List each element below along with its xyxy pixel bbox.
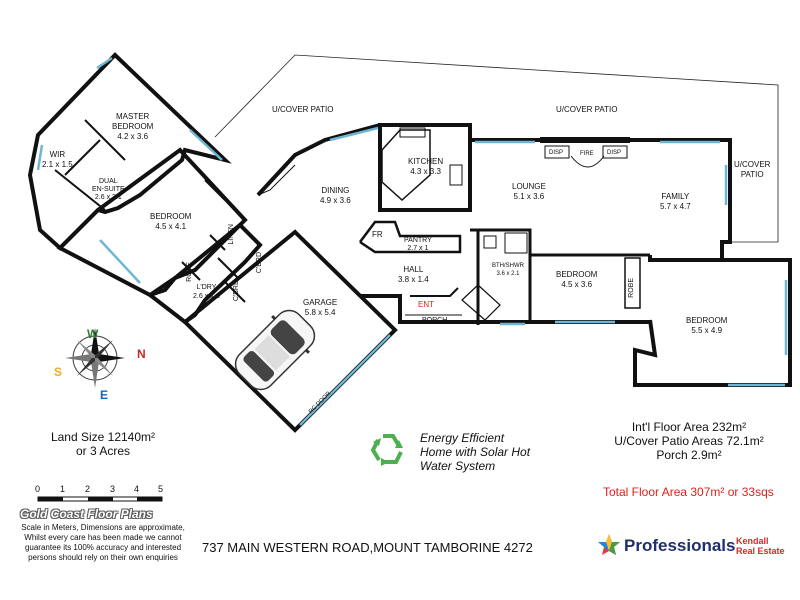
room-cbrd-1: C'BRD (256, 252, 263, 274)
scale-tick: 5 (158, 484, 164, 494)
display-1-label: DISP (549, 150, 564, 156)
room-wir: WIR 2.1 x 1.5 (42, 150, 73, 169)
display-2-label: DISP (607, 150, 622, 156)
lounge-wall (470, 138, 732, 262)
room-bedroom-left: BEDROOM 4.5 x 4.1 (150, 212, 192, 231)
professionals-logo: Professionals (624, 536, 736, 555)
compass-w: W (87, 327, 99, 341)
address: 737 MAIN WESTERN ROAD,MOUNT TAMBORINE 42… (202, 540, 533, 555)
room-bedroom-right: BEDROOM 5.5 x 4.9 (686, 316, 728, 335)
room-linen: LINEN (228, 224, 235, 245)
patio-outline (214, 54, 779, 243)
compass-n: N (137, 347, 146, 361)
master-wing-wall (27, 52, 232, 251)
patio-right-label: U/COVER PATIO (734, 160, 771, 179)
car-icon (234, 309, 316, 391)
room-family: FAMILY 5.7 x 4.7 (660, 192, 691, 211)
compass-s: S (54, 365, 63, 379)
professionals-star-icon (598, 534, 620, 555)
energy-note: Energy Efficient Home with Solar Hot Wat… (420, 431, 531, 473)
garage-wall (182, 229, 398, 433)
room-robe-right: ROBE (628, 278, 635, 298)
area-summary: Int'l Floor Area 232m² U/Cover Patio Are… (614, 420, 764, 462)
room-lounge: LOUNGE 5.1 x 3.6 (512, 182, 546, 201)
room-porch: PORCH (422, 317, 448, 324)
scale-tick: 1 (60, 484, 66, 494)
room-bath: BTH/SHWR 3.6 x 2.1 (492, 263, 524, 277)
kitchen-wall (378, 123, 472, 212)
hall-wall (360, 294, 470, 324)
scale-tick: 3 (110, 484, 116, 494)
room-bedroom-mid: BEDROOM 4.5 x 3.6 (556, 270, 598, 289)
scale-tick: 2 (85, 484, 91, 494)
room-cbrd-2: C'BRD (233, 280, 240, 302)
room-fridge: FR (372, 230, 383, 239)
disclaimer: Scale in Meters, Dimensions are approxim… (21, 523, 185, 562)
pantry-wall (359, 220, 462, 254)
room-robe-left: ROBE (186, 262, 193, 282)
land-size: Land Size 12140m² or 3 Acres (50, 430, 156, 458)
scale-bar (37, 496, 163, 502)
room-master-bedroom: MASTER BEDROOM 4.2 x 3.6 (112, 112, 154, 141)
bath-wall (470, 228, 650, 257)
room-ensuite: DUAL EN-SUITE 2.6 x 2.1 (92, 178, 125, 201)
fire-label: FIRE (580, 151, 594, 157)
room-dining: DINING 4.9 x 3.6 (320, 186, 351, 205)
compass-e: E (100, 388, 109, 402)
total-floor-area: Total Floor Area 307m² or 33sqs (603, 485, 774, 499)
room-hall: HALL 3.8 x 1.4 (398, 265, 429, 284)
dining-wall (256, 123, 381, 197)
kendall-logo: Kendall Real Estate (736, 536, 785, 556)
patio-left-label: U/COVER PATIO (272, 105, 334, 114)
room-laundry: L'DRY 2.6 x 1.8 (193, 284, 220, 300)
recycle-icon (370, 434, 403, 466)
room-pantry: PANTRY 2.7 x 1 (404, 237, 432, 252)
compass-icon (65, 328, 125, 388)
scale-tick: 0 (35, 484, 41, 494)
bedroom-right-wall (633, 255, 792, 387)
room-garage: GARAGE 5.8 x 5.4 (303, 298, 338, 317)
scale-tick: 4 (134, 484, 140, 494)
gold-coast-logo: Gold Coast Floor Plans (20, 507, 153, 521)
room-kitchen: KITCHEN 4.3 x 3.3 (408, 157, 444, 176)
patio-mid-label: U/COVER PATIO (556, 105, 618, 114)
entrance-label: ENT (418, 300, 434, 309)
